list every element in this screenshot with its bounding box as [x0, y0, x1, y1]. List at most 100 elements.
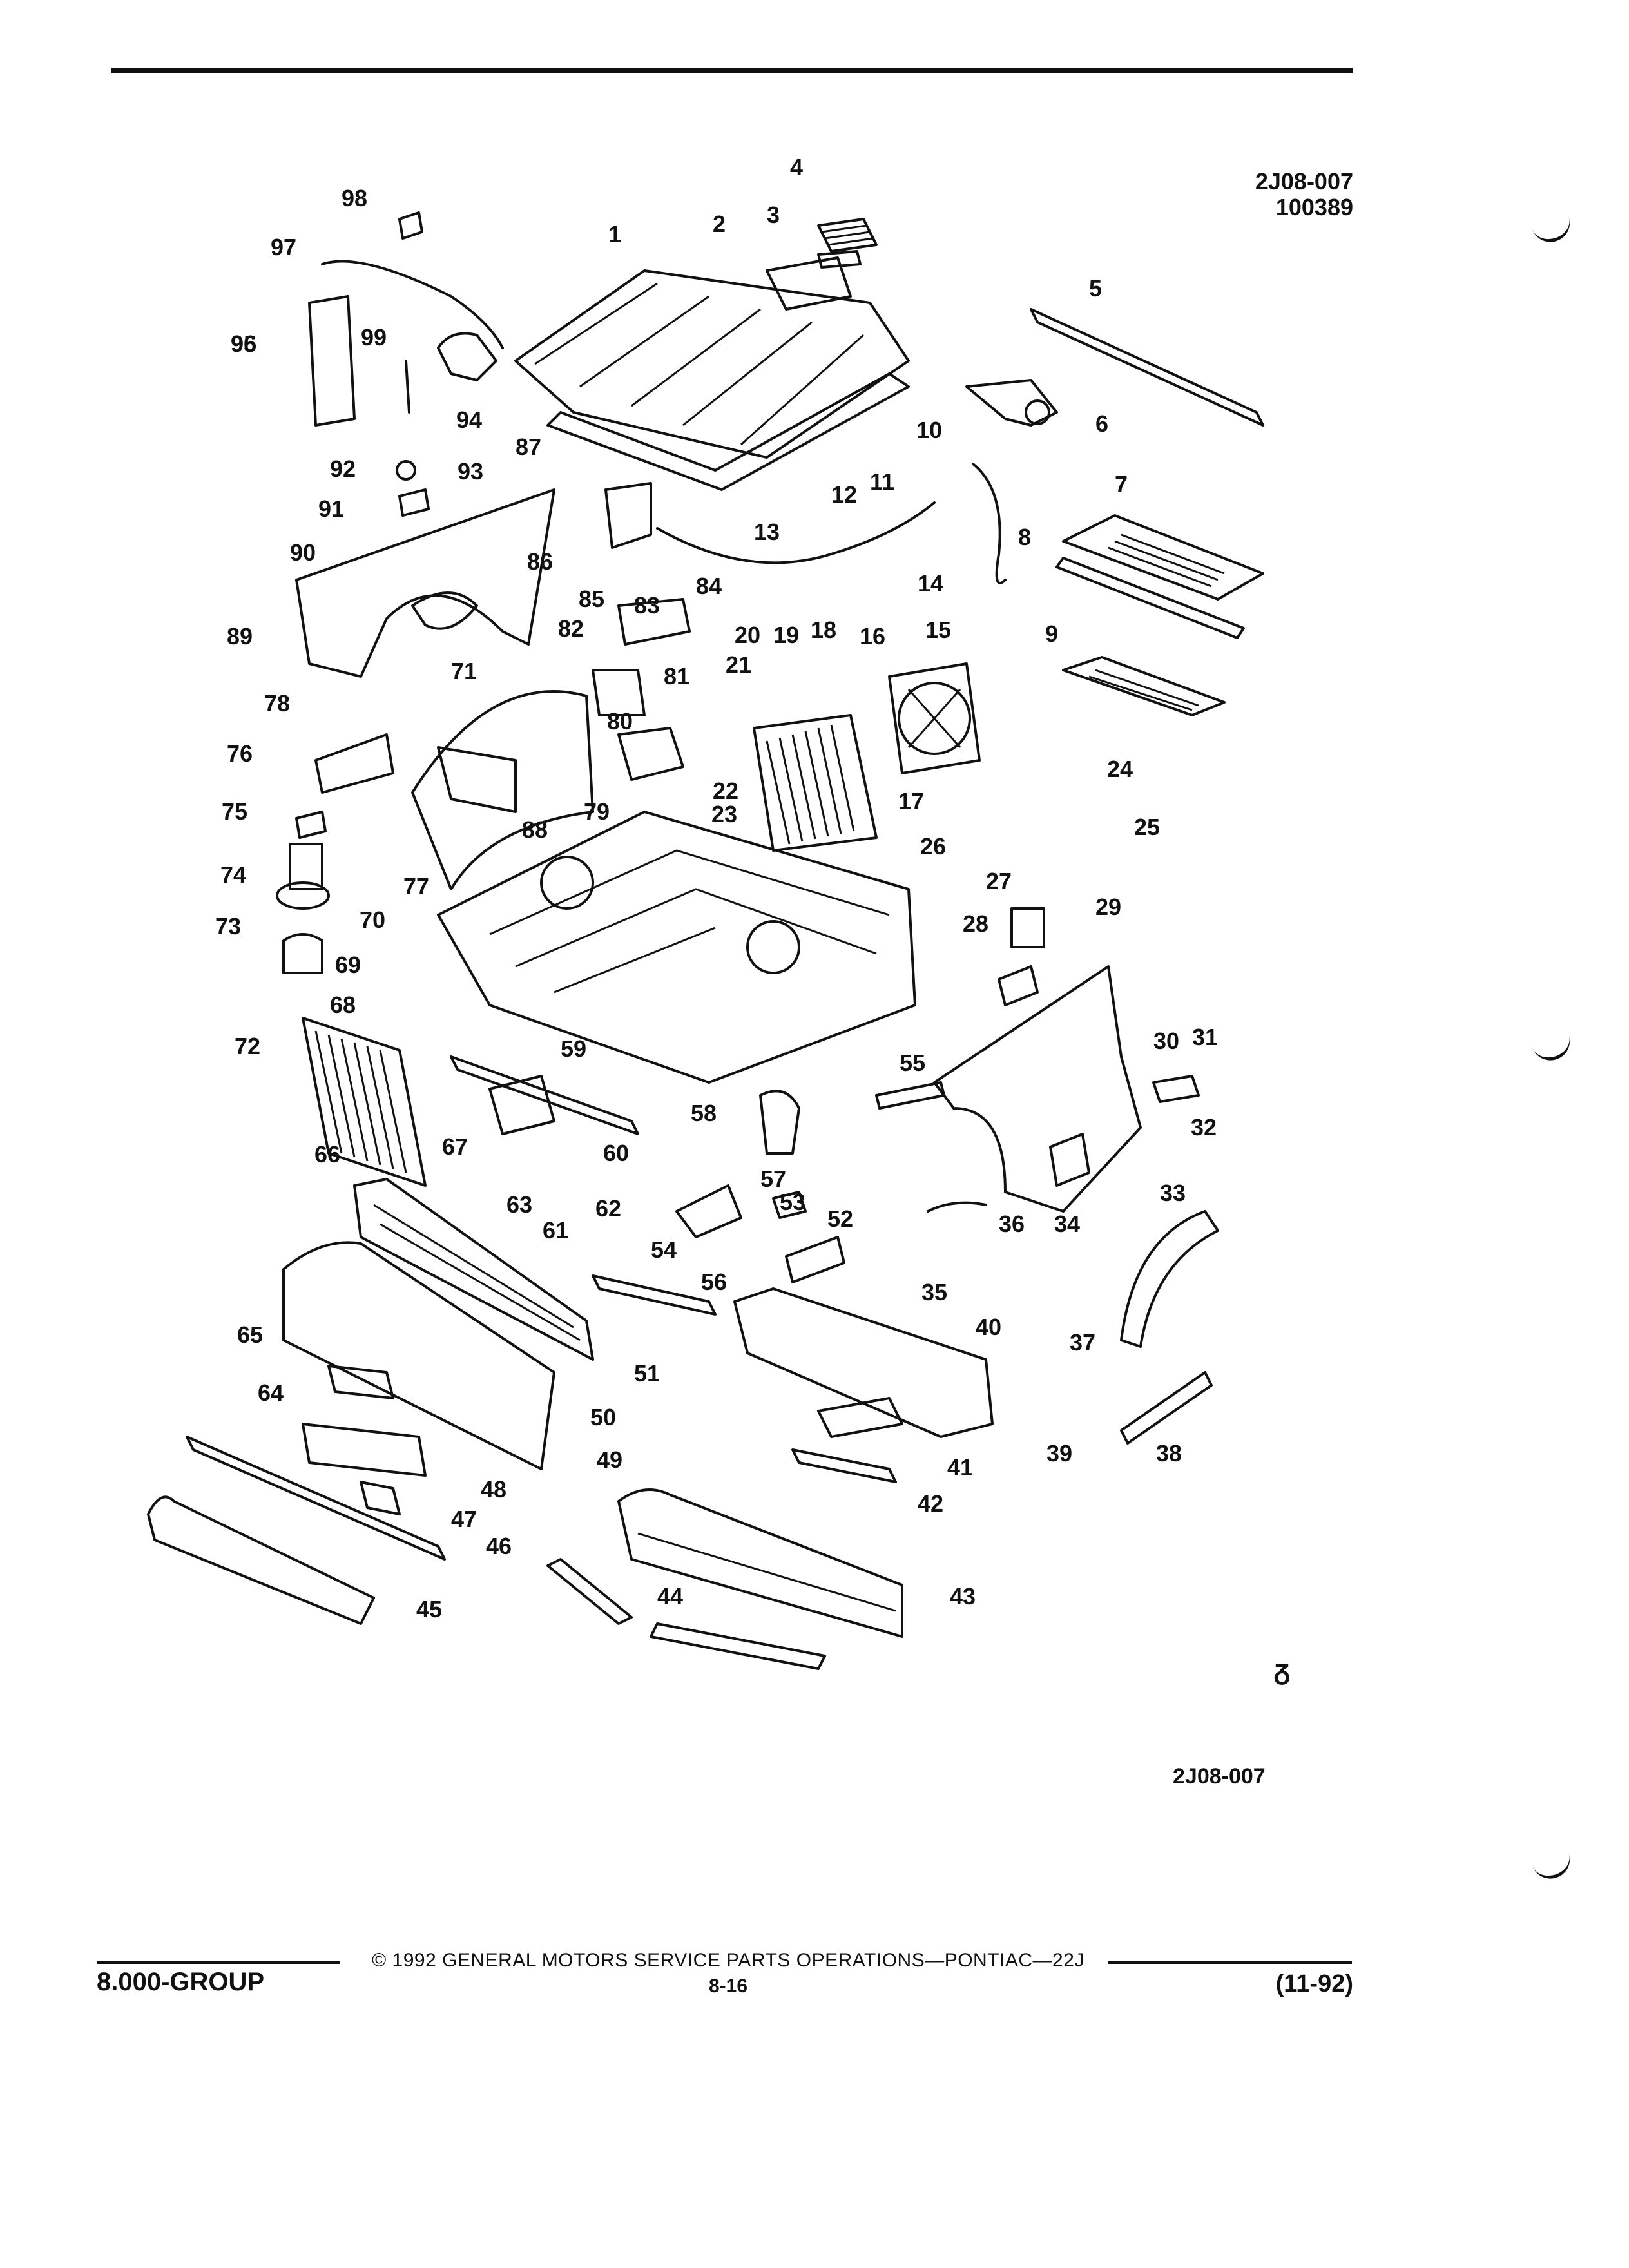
front-spoiler-part [147, 1495, 375, 1625]
callout-label: 86 [527, 548, 553, 575]
callout-label: 52 [827, 1206, 853, 1232]
diagram-ref-code-bottom: 2J08-007 [1173, 1764, 1266, 1789]
callout-label: 78 [264, 690, 290, 716]
callout-label: 58 [691, 1100, 717, 1126]
callout-label: 73 [215, 913, 241, 939]
callout-label: 34 [1054, 1211, 1080, 1237]
callout-label: 69 [335, 952, 361, 978]
radiator-part [753, 714, 878, 852]
callout-label: 45 [416, 1596, 442, 1622]
callout-label: 2 [713, 211, 726, 237]
callout-label: 28 [963, 910, 988, 937]
callout-label: 18 [811, 617, 836, 643]
callout-label: 14 [918, 570, 943, 597]
callout-label: 31 [1192, 1024, 1218, 1050]
callout-label: 91 [318, 495, 344, 522]
callout-label: 42 [918, 1490, 943, 1517]
callout-label: 32 [1191, 1114, 1217, 1140]
callout-label: 33 [1160, 1180, 1186, 1206]
logo-mark: ᵹ [1273, 1653, 1291, 1686]
callout-label: 70 [360, 907, 385, 933]
callout-label: 9 [1045, 620, 1058, 647]
callout-label: 48 [481, 1476, 506, 1503]
callout-label: 17 [898, 788, 924, 814]
callout-label: 47 [451, 1506, 477, 1532]
callout-label: 72 [235, 1033, 260, 1059]
callout-label: 46 [486, 1533, 512, 1559]
callout-label: 41 [947, 1454, 973, 1481]
radiator-support-part [353, 1178, 594, 1361]
callout-label: 94 [456, 407, 482, 433]
callout-label: 76 [227, 740, 253, 767]
callout-label: 35 [921, 1279, 947, 1305]
callout-label: 82 [558, 615, 584, 642]
callout-label: 66 [314, 1141, 340, 1168]
rear-bumper-part [733, 1287, 994, 1438]
callout-label: 79 [584, 798, 610, 825]
callout-label: 15 [925, 617, 951, 643]
callout-label: 21 [726, 651, 751, 678]
callout-label: 6 [1095, 410, 1108, 437]
callout-label: 98 [342, 185, 367, 211]
callout-label: 7 [1115, 471, 1128, 497]
cowl-vent-part [1062, 514, 1264, 601]
callout-label: 93 [458, 458, 483, 485]
callout-label: 77 [403, 873, 429, 899]
callout-label: 22 [713, 778, 738, 804]
callout-label: 68 [330, 992, 356, 1018]
callout-label: 65 [237, 1321, 263, 1348]
callout-label: 99 [361, 324, 387, 351]
hood-seal-part [546, 372, 910, 491]
wheel-flare-part [1120, 1210, 1219, 1348]
callout-label: 50 [590, 1404, 616, 1430]
callout-label: 27 [986, 868, 1012, 894]
callout-label: 3 [767, 202, 780, 228]
callout-label: 26 [920, 833, 946, 860]
callout-label: 54 [651, 1236, 677, 1263]
callout-label: 43 [950, 1583, 976, 1610]
callout-label: 85 [579, 586, 604, 612]
callout-label: 37 [1070, 1329, 1095, 1356]
callout-label: 56 [701, 1269, 727, 1295]
callout-label: 92 [330, 456, 356, 482]
callout-label: 39 [1046, 1440, 1072, 1466]
callout-label: 75 [222, 798, 247, 825]
callout-label: 80 [607, 708, 633, 735]
callout-label: 44 [657, 1583, 683, 1610]
callout-label: 97 [271, 234, 296, 260]
callout-label: 40 [976, 1314, 1001, 1340]
callout-label: 53 [780, 1189, 805, 1215]
callout-label: 83 [634, 592, 660, 619]
callout-label: 90 [290, 539, 316, 566]
callout-label: 36 [999, 1211, 1025, 1237]
callout-label: 29 [1095, 894, 1121, 920]
callout-label: 96 [231, 331, 256, 357]
callout-label: 51 [634, 1360, 660, 1387]
hood-part [514, 269, 910, 459]
footer-copyright: © 1992 GENERAL MOTORS SERVICE PARTS OPER… [372, 1950, 1084, 1971]
callout-label: 11 [870, 468, 894, 495]
callout-label: 5 [1089, 275, 1102, 302]
callout-label: 71 [451, 658, 477, 684]
callout-label: 74 [220, 861, 246, 888]
callout-label: 61 [543, 1217, 568, 1244]
rear-fascia-part [617, 1488, 903, 1638]
front-fascia-part [282, 1241, 555, 1470]
callout-label: 1 [608, 221, 621, 247]
callout-label: 16 [860, 623, 885, 649]
cowl-strip-part [1030, 308, 1264, 427]
callout-label: 67 [442, 1133, 468, 1160]
callout-label: 12 [831, 481, 857, 508]
callout-label: 20 [735, 622, 760, 648]
callout-label: 59 [561, 1035, 586, 1062]
callout-label: 57 [760, 1166, 786, 1192]
callout-label: 60 [603, 1140, 629, 1166]
callout-label: 30 [1153, 1028, 1179, 1054]
footer-page-number: 8-16 [708, 1975, 748, 1997]
top-rule [111, 68, 1353, 73]
callout-label: 13 [754, 519, 780, 545]
callout-label: 19 [773, 622, 799, 648]
callout-label: 95 [231, 331, 256, 357]
